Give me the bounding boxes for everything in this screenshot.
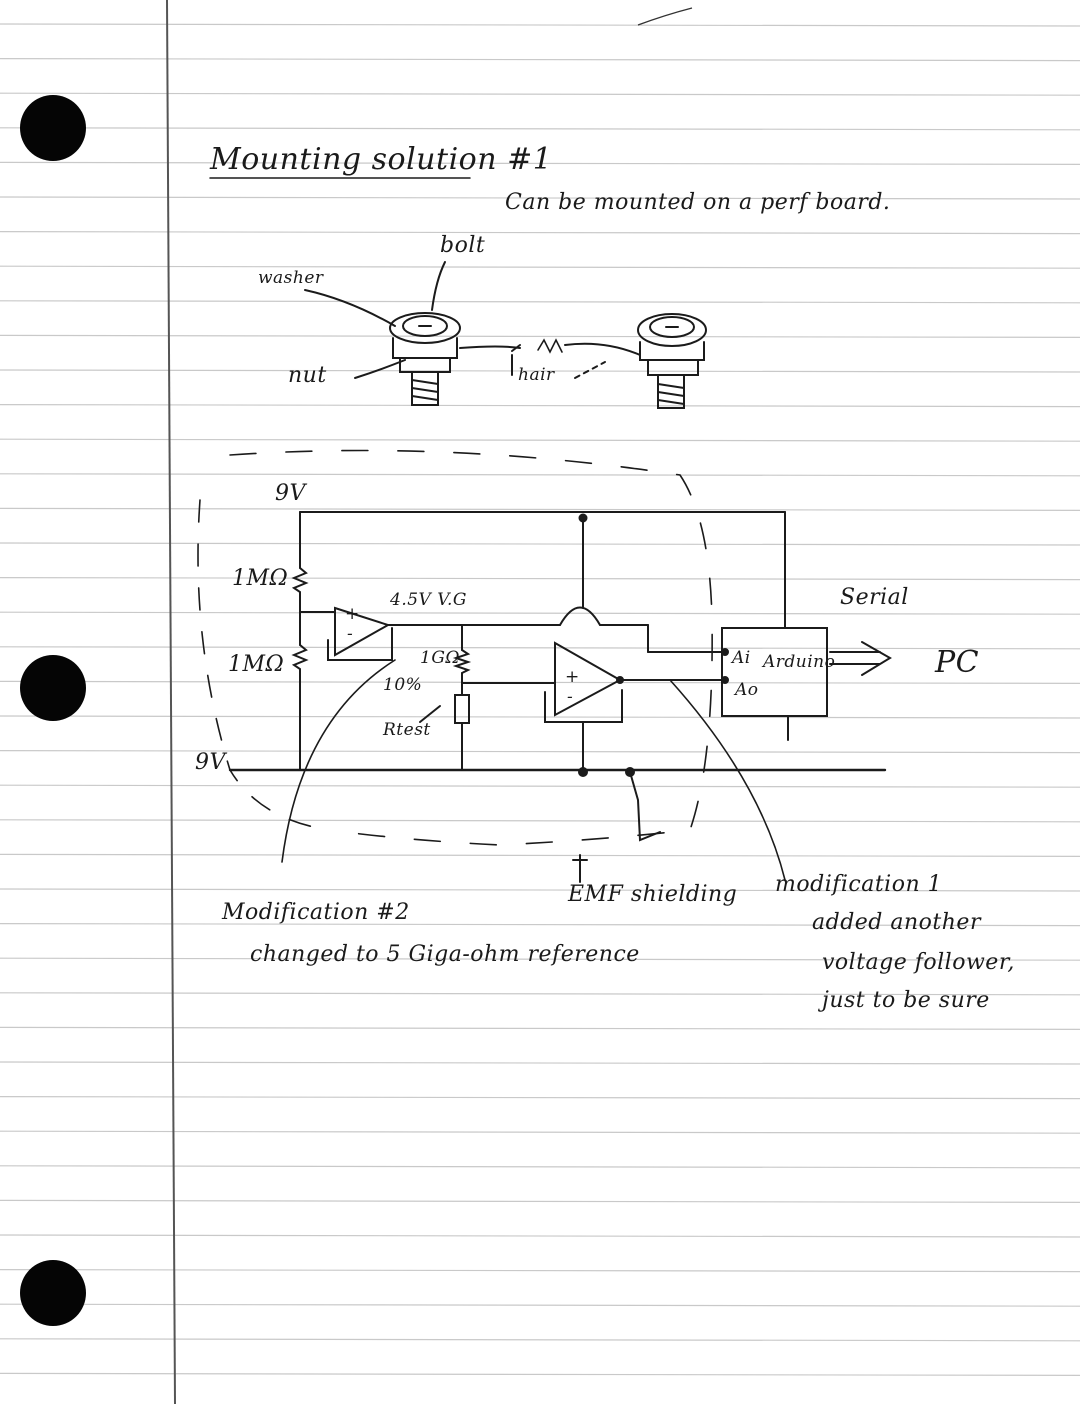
mounting-note: Can be mounted on a perf board.	[505, 190, 891, 215]
ruled-line	[0, 888, 1080, 892]
ruled-line	[0, 576, 1080, 581]
punch-hole-middle	[20, 655, 86, 721]
ruled-line	[0, 404, 1080, 408]
label-virtual-ground: 4.5V V.G	[390, 590, 468, 610]
punch-hole-top	[20, 95, 86, 161]
ruled-line	[0, 715, 1080, 719]
note-modification-1-line1: added another	[812, 910, 981, 935]
note-emf-shielding: EMF shielding	[568, 882, 738, 907]
opamp2-minus: -	[567, 687, 574, 707]
ruled-line	[0, 57, 1080, 62]
opamp1-plus: +	[345, 604, 360, 624]
ruled-line	[0, 1372, 1080, 1377]
ruled-line	[0, 300, 1080, 304]
ruled-line	[0, 749, 1080, 754]
label-rtest: Rtest	[383, 720, 431, 740]
ruled-line	[0, 646, 1080, 650]
label-pc: PC	[935, 645, 980, 680]
ruled-line	[0, 127, 1080, 131]
schematic-wires	[228, 511, 892, 842]
label-hair: hair	[518, 365, 555, 385]
label-tolerance: 10%	[383, 675, 423, 695]
ruled-line	[0, 196, 1080, 200]
arduino-pin-ao: Ao	[735, 680, 759, 700]
ruled-line	[0, 611, 1080, 615]
ruled-line	[0, 265, 1080, 269]
ruled-line	[0, 922, 1080, 927]
label-washer: washer	[258, 268, 324, 288]
margin-line	[166, 0, 176, 1404]
opamp1-minus: -	[347, 624, 354, 644]
right-bolt-drawing	[637, 313, 707, 409]
ruled-line	[0, 1095, 1080, 1100]
page-heading: Mounting solution #1	[210, 142, 553, 177]
ruled-line	[0, 1268, 1080, 1273]
label-bolt: bolt	[440, 233, 486, 258]
ruled-line	[0, 1303, 1080, 1307]
ruled-line	[0, 992, 1080, 996]
opamp2-plus: +	[565, 667, 580, 687]
ruled-line	[0, 161, 1080, 165]
ruled-line	[0, 853, 1080, 858]
ruled-line	[0, 23, 1080, 27]
label-resistor-1m-top: 1MΩ	[232, 566, 289, 591]
note-modification-1-line3: just to be sure	[822, 988, 990, 1013]
ruled-line	[0, 92, 1080, 96]
ruled-line	[0, 369, 1080, 373]
ruled-line	[0, 1165, 1080, 1169]
label-resistor-1m-bottom: 1MΩ	[228, 652, 285, 677]
note-modification-1-title: modification 1	[775, 872, 943, 897]
arduino-pin-ai: Ai	[732, 648, 751, 668]
note-modification-1-line2: voltage follower,	[822, 950, 1015, 975]
arduino-label: Arduino	[763, 652, 836, 672]
note-modification-2-text: changed to 5 Giga-ohm reference	[250, 942, 640, 967]
note-modification-2-title: Modification #2	[222, 900, 410, 925]
ruled-line	[0, 784, 1080, 788]
ruled-line	[0, 473, 1080, 477]
ruled-line	[0, 1234, 1080, 1238]
label-resistor-1g: 1GΩ	[420, 648, 460, 668]
ruled-line	[0, 438, 1080, 442]
left-bolt-drawing	[304, 261, 521, 406]
ruled-line	[0, 1026, 1080, 1031]
ruled-line	[0, 334, 1080, 338]
ruled-line	[0, 819, 1080, 823]
ruled-line	[0, 957, 1080, 961]
ruled-line	[0, 1061, 1080, 1065]
label-9v-bottom: 9V	[195, 750, 226, 775]
ruled-line	[0, 542, 1080, 546]
label-serial: Serial	[840, 585, 909, 610]
label-nut: nut	[288, 363, 327, 388]
ruled-line	[0, 1338, 1080, 1342]
ruled-line	[0, 1199, 1080, 1204]
ruled-line	[0, 231, 1080, 235]
ruled-line	[0, 507, 1080, 511]
ruled-line	[0, 1130, 1080, 1134]
punch-hole-bottom	[20, 1260, 86, 1326]
label-9v-top: 9V	[275, 481, 306, 506]
